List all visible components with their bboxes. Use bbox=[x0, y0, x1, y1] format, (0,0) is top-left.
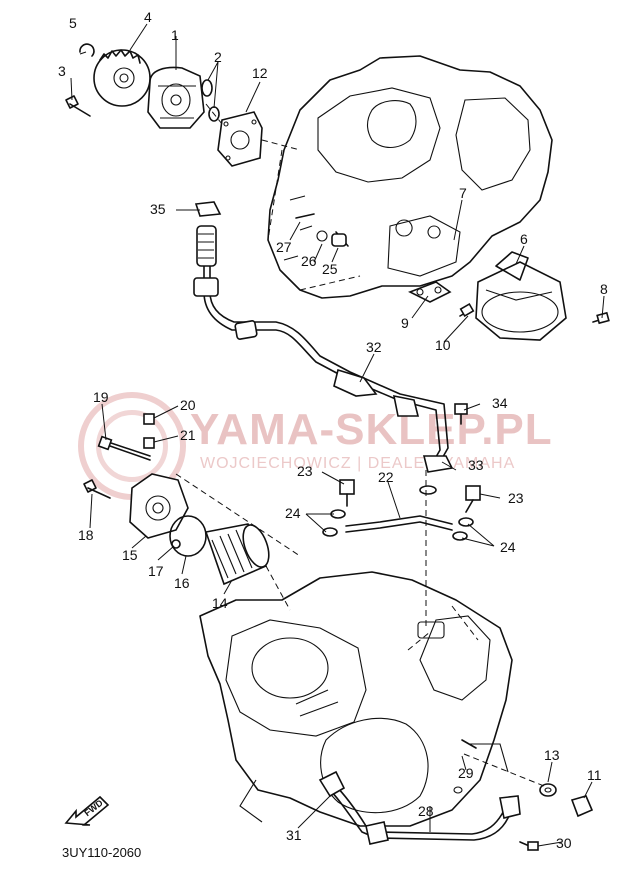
callout-31: 31 bbox=[286, 827, 302, 843]
assembly-line-pump bbox=[205, 103, 301, 151]
filter-o-ring bbox=[169, 515, 207, 557]
assembly-line-drain bbox=[463, 753, 545, 787]
callout-19: 19 bbox=[93, 389, 109, 405]
assembly-line-filter bbox=[175, 473, 301, 611]
oil-return-pipe bbox=[318, 770, 521, 845]
circlip bbox=[79, 43, 95, 57]
drain-plug-parts bbox=[453, 739, 594, 851]
callout-4: 4 bbox=[144, 9, 152, 25]
callout-35: 35 bbox=[150, 201, 166, 217]
forward-arrow-icon: FWD bbox=[64, 795, 110, 826]
callout-24-right: 24 bbox=[500, 539, 516, 555]
callout-27: 27 bbox=[276, 239, 292, 255]
callout-12: 12 bbox=[252, 65, 268, 81]
callout-33: 33 bbox=[468, 457, 484, 473]
oil-strainer bbox=[475, 251, 567, 341]
callout-21: 21 bbox=[180, 427, 196, 443]
callout-23-left: 23 bbox=[297, 463, 313, 479]
union-bolt-34 bbox=[454, 403, 468, 425]
callout-labels: 1 2 3 4 5 6 7 8 9 10 11 12 13 14 15 16 1… bbox=[58, 9, 608, 851]
oil-delivery-pipe-upper bbox=[193, 225, 454, 473]
oil-pump-body bbox=[147, 66, 205, 129]
lower-crankcase bbox=[199, 571, 513, 827]
union-bolts-23 bbox=[339, 479, 481, 513]
callout-11: 11 bbox=[587, 767, 602, 783]
callout-34: 34 bbox=[492, 395, 508, 411]
callout-30: 30 bbox=[556, 835, 572, 851]
callout-24-left: 24 bbox=[285, 505, 301, 521]
oil-filter-bolts bbox=[83, 413, 155, 499]
callout-16: 16 bbox=[174, 575, 190, 591]
filter-small-o-ring bbox=[171, 539, 181, 549]
callout-9: 9 bbox=[401, 315, 409, 331]
callout-10: 10 bbox=[435, 337, 451, 353]
small-bolts-upper bbox=[295, 213, 610, 325]
callout-5: 5 bbox=[69, 15, 77, 31]
callout-7: 7 bbox=[459, 185, 467, 201]
callout-14: 14 bbox=[212, 595, 228, 611]
pipe-clamp bbox=[194, 201, 222, 217]
callout-8: 8 bbox=[600, 281, 608, 297]
o-ring-33 bbox=[419, 485, 437, 495]
pump-screw bbox=[65, 95, 91, 117]
callout-20: 20 bbox=[180, 397, 196, 413]
watermark-title: YAMA-SKLEP.PL bbox=[190, 405, 553, 454]
oil-delivery-pipe-middle bbox=[345, 515, 453, 533]
callout-32: 32 bbox=[366, 339, 382, 355]
callout-13: 13 bbox=[544, 747, 560, 763]
oil-pump-o-rings bbox=[201, 79, 220, 122]
diagram-code: 3UY110-2060 bbox=[62, 845, 142, 860]
oil-pump-drive-gear bbox=[93, 49, 151, 107]
callout-22: 22 bbox=[378, 469, 394, 485]
callout-26: 26 bbox=[301, 253, 317, 269]
callout-23-right: 23 bbox=[508, 490, 524, 506]
callout-29: 29 bbox=[458, 765, 474, 781]
callout-1: 1 bbox=[171, 27, 179, 43]
callout-15: 15 bbox=[122, 547, 138, 563]
pump-cover-gasket bbox=[217, 111, 263, 167]
copper-washers-24 bbox=[322, 509, 474, 541]
callout-28: 28 bbox=[418, 803, 434, 819]
callout-3: 3 bbox=[58, 63, 66, 79]
callout-17: 17 bbox=[148, 563, 164, 579]
oil-filter-cover bbox=[129, 473, 189, 539]
leader-lines bbox=[70, 23, 605, 847]
callout-25: 25 bbox=[322, 261, 338, 277]
upper-crankcase-cover bbox=[267, 55, 553, 299]
oil-filter-element bbox=[204, 523, 270, 586]
callout-2: 2 bbox=[214, 49, 222, 65]
callout-18: 18 bbox=[78, 527, 94, 543]
callout-6: 6 bbox=[520, 231, 528, 247]
strainer-cover-plate bbox=[408, 281, 452, 303]
